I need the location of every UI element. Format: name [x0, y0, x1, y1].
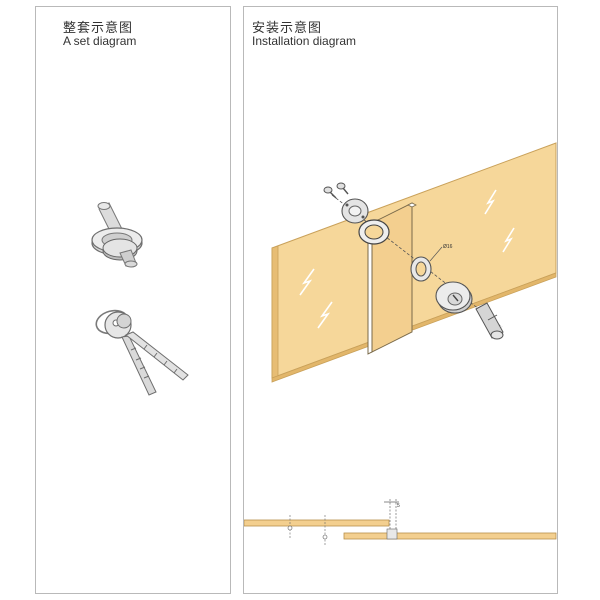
- set-diagram-panel: 整套示意图 A set diagram: [35, 6, 231, 594]
- screws-illustration: [323, 182, 349, 199]
- installation-diagram-title-cn: 安装示意图: [252, 20, 323, 35]
- set-diagram-title-cn: 整套示意图: [63, 20, 134, 35]
- washer-ring-illustration: [358, 219, 390, 245]
- installation-diagram-panel: 安装示意图 Installation diagram: [243, 6, 558, 594]
- cross-section-diagram: 5: [244, 499, 557, 545]
- lock-body-illustration: [435, 281, 504, 340]
- gap-dimension-label: 5: [397, 503, 400, 509]
- back-plate-illustration: [341, 198, 369, 224]
- hole-diameter-label: Ø16: [443, 244, 453, 250]
- lock-cylinder-illustration: [91, 202, 143, 268]
- hole-sleeve-illustration: Ø16: [410, 244, 453, 282]
- installation-diagram-illustration: Ø16 5: [244, 142, 557, 545]
- set-diagram-illustration: [91, 202, 189, 396]
- keys-illustration: [95, 309, 189, 396]
- set-diagram-title-en: A set diagram: [63, 34, 137, 48]
- installation-diagram-title-en: Installation diagram: [252, 34, 357, 48]
